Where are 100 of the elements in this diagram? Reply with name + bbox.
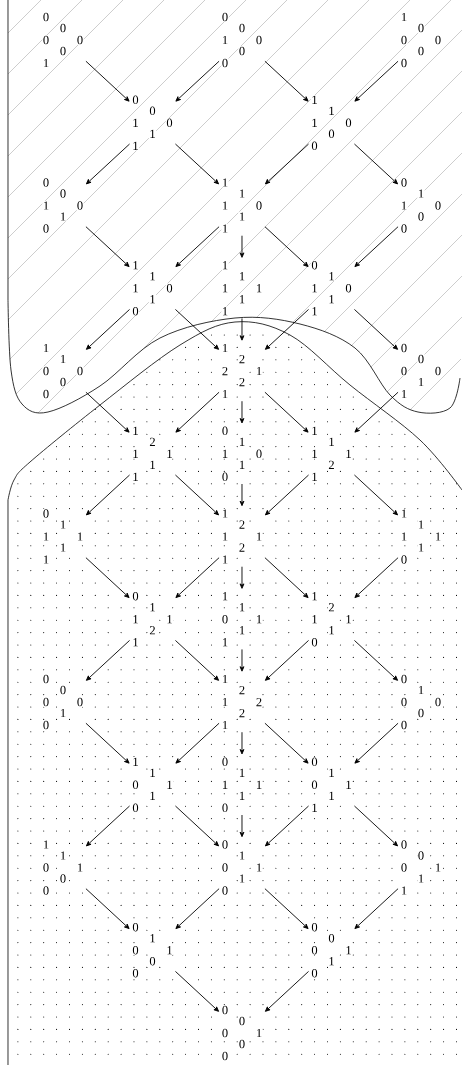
arrow [85, 722, 130, 764]
number-array: 0 0 0 0 1 1 [400, 343, 442, 399]
arrow [264, 557, 309, 599]
arrow [175, 391, 220, 433]
number-array: 0 0 0 1 1 0 [310, 922, 353, 978]
node-label: 0 [60, 189, 66, 198]
number-array: 0 0 0 0 0 1 [42, 12, 84, 68]
arrow [354, 639, 399, 681]
arrow [264, 888, 309, 930]
arrow [264, 970, 309, 1012]
node-label: 1 [418, 377, 424, 387]
arrow [239, 814, 245, 838]
number-array: 1 1 0 1 1 1 [221, 591, 263, 647]
node-label: 1 [239, 295, 245, 304]
node-label: 0 [43, 224, 49, 233]
arrow [175, 143, 220, 185]
node-label: 1 [222, 261, 228, 270]
node-label: 1 [222, 284, 228, 293]
number-array: 1 2 1 1 2 1 [221, 508, 263, 565]
arrow [85, 143, 130, 185]
node-label: 0 [401, 343, 407, 353]
arrow [85, 226, 130, 268]
number-array: 1 1 1 1 1 1 [221, 260, 263, 316]
number-array: 1 2 1 1 1 0 [310, 591, 353, 647]
arrow [85, 391, 130, 433]
arrow [354, 60, 399, 102]
arrow [175, 309, 220, 350]
node-label: 0 [435, 35, 441, 45]
arrow [354, 391, 399, 433]
arrow [354, 309, 399, 350]
number-array: 1 1 0 1 1 0 [131, 757, 174, 813]
arrow [239, 317, 245, 341]
node-label: 0 [401, 178, 407, 187]
number-array: 0 1 1 0 1 1 [310, 260, 353, 316]
arrow [264, 474, 309, 516]
node-label: 0 [418, 354, 424, 364]
arrow [264, 639, 309, 681]
arrow [354, 722, 399, 764]
arrow [239, 648, 245, 672]
arrow [175, 639, 220, 681]
arrow [85, 309, 130, 350]
arrow [175, 557, 220, 599]
arrow [85, 557, 130, 599]
number-array: 0 0 1 0 1 1 [131, 95, 174, 151]
number-array: 0 1 0 1 1 0 [221, 839, 263, 896]
number-array: 1 1 1 1 1 0 [400, 508, 442, 565]
arrow [354, 888, 399, 930]
node-label: 1 [256, 284, 262, 293]
arrow [175, 226, 220, 268]
node-label: 1 [60, 212, 66, 221]
node-label: 1 [401, 201, 407, 210]
arrow [175, 805, 220, 847]
number-array: 1 0 0 0 0 0 [400, 12, 442, 68]
number-array: 0 0 1 0 0 0 [221, 12, 263, 68]
arrow [354, 474, 399, 516]
arrow [354, 226, 399, 268]
arrow [354, 143, 399, 185]
node-label: 0 [401, 224, 407, 233]
number-array: 1 1 0 1 0 0 [42, 839, 84, 896]
number-array: 1 1 0 0 0 0 [42, 343, 84, 399]
arrow [264, 60, 309, 102]
arrow [175, 60, 220, 102]
arrow [239, 235, 245, 258]
number-array: 0 1 1 1 2 1 [131, 591, 174, 647]
arrow [264, 226, 309, 268]
node-label: 0 [418, 46, 424, 56]
arrow [175, 970, 220, 1012]
node-label: 1 [43, 201, 49, 210]
node-label: 1 [401, 389, 407, 399]
number-array: 0 1 1 1 1 1 [42, 508, 84, 565]
arrow [264, 309, 309, 350]
node-label: 1 [418, 189, 424, 198]
node-label: 0 [401, 58, 407, 68]
arrow [175, 474, 220, 516]
node-label: 0 [401, 366, 407, 376]
node-label: 0 [418, 23, 424, 33]
number-array: 1 1 1 0 1 0 [131, 260, 174, 316]
arrow [239, 566, 245, 589]
arrow [239, 731, 245, 755]
number-array: 0 1 0 1 1 1 [310, 757, 353, 813]
arrow [239, 483, 245, 507]
arrow [264, 391, 309, 433]
number-array: 0 1 1 1 1 0 [221, 757, 263, 813]
node-label: 1 [222, 307, 228, 316]
number-array: 1 2 1 1 1 1 [131, 426, 174, 482]
node-label: 1 [401, 12, 407, 22]
node-label: 0 [401, 35, 407, 45]
node-label: 0 [435, 366, 441, 376]
node-label: 0 [43, 178, 49, 187]
arrow [175, 888, 220, 930]
number-array: 0 1 1 0 1 0 [221, 426, 263, 482]
number-array: 0 0 0 1 0 0 [221, 1005, 263, 1061]
arrow [354, 805, 399, 847]
number-array: 0 0 0 1 1 1 [400, 839, 442, 896]
arrow [175, 722, 220, 764]
arrow [354, 557, 399, 599]
arrow [85, 60, 130, 102]
number-array: 0 1 0 0 0 0 [400, 674, 442, 730]
number-array: 0 1 1 0 0 0 [400, 177, 442, 234]
arrow [85, 474, 130, 516]
